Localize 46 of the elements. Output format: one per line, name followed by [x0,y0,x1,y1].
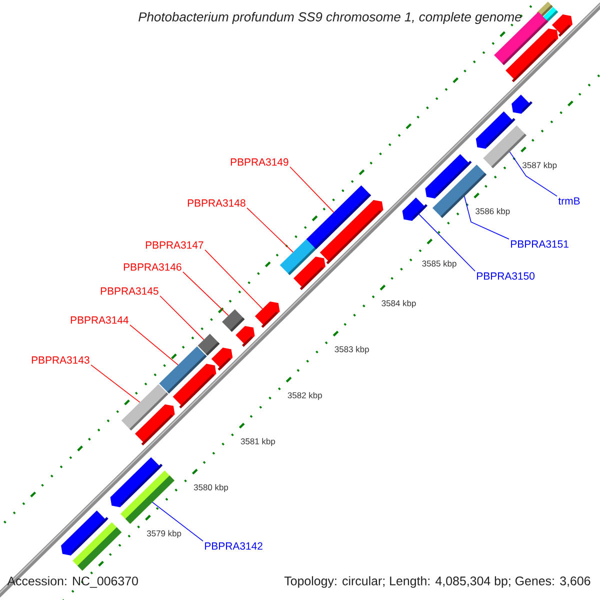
info-text: Accession: NC_006370 [7,576,138,588]
gene-label: PBPRA3151 [511,240,568,248]
gene-label: PBPRA3142 [205,542,262,550]
leader-line [90,364,140,403]
gene-bar [506,28,558,82]
gene-label: PBPRA3147 [146,241,204,249]
info-text: Topology: circular; Length: 4,085,304 bp; Genes: 3,606 [284,576,590,588]
gene-bar [402,198,428,221]
map-title: Photobacterium profundum SS9 chromosome 1, complete genome [138,12,522,24]
leader-line [509,151,558,197]
gene-bar [512,94,532,114]
gene-label: PBPRA3146 [124,263,182,271]
leader-line [290,166,334,213]
gene-bar [120,470,174,524]
scale-label: 3583 kbp [334,346,369,354]
leader-line [160,296,204,340]
gene-bar [293,256,326,290]
leader-line [182,272,229,316]
scale-label: 3586 kbp [476,208,510,216]
gene-label: PBPRA3150 [477,272,535,280]
leader-line [152,502,204,542]
gene-bar [172,364,216,408]
leader-line [464,196,510,240]
leader-line [418,214,476,272]
gene-bar [72,522,122,571]
leader-line [204,250,263,310]
scale-label: 3580 kbp [194,484,228,492]
gene-bar [134,404,175,446]
gene-bar [320,200,384,264]
gene-label: PBPRA3144 [70,316,128,324]
gene-label: PBPRA3143 [32,356,90,364]
gene-bar [236,326,255,347]
gene-bar [211,348,233,371]
scale-label: 3582 kbp [288,392,322,400]
leader-line [130,324,178,366]
gene-bar [254,301,280,328]
gene-label: trmB [558,197,580,205]
leader-line [246,208,294,253]
scale-label: 3585 kbp [422,260,456,268]
scale-label: 3581 kbp [240,438,275,446]
scale-label: 3579 kbp [146,530,182,538]
gene-label: PBPRA3149 [230,158,288,166]
gene-label: PBPRA3145 [100,287,158,295]
scale-label: 3584 kbp [382,300,416,308]
gene-label: PBPRA3148 [188,199,246,207]
scale-label: 3587 kbp [522,162,557,170]
